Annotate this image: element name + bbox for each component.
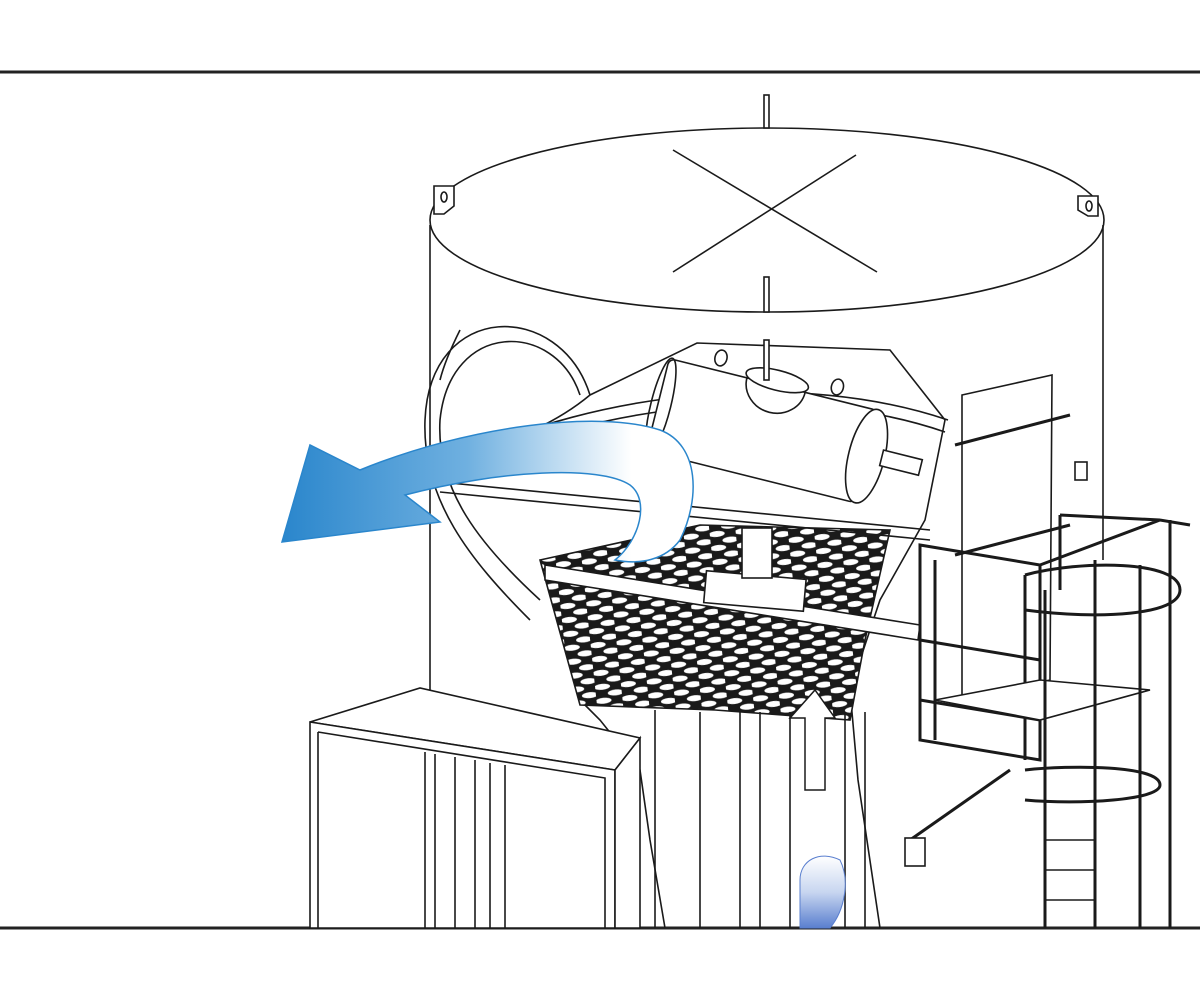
manway-door xyxy=(424,325,591,621)
airflow-inlet-arrow-top xyxy=(788,688,837,791)
filter-box xyxy=(309,687,642,929)
airflow-inlet-arrow-bottom xyxy=(799,855,846,929)
tank-shell xyxy=(429,94,1105,928)
center-rod xyxy=(763,339,770,381)
lifting-lug-left xyxy=(433,185,455,215)
access-door xyxy=(954,374,1088,702)
horizontal-vessel xyxy=(644,349,924,504)
support-beam xyxy=(439,481,931,641)
inlet-duct xyxy=(654,710,866,928)
perforated-plate xyxy=(539,524,891,721)
lifting-lug-right xyxy=(1077,195,1099,217)
airflow-outlet-arrow xyxy=(280,420,694,563)
ladder-cage xyxy=(1024,520,1182,928)
